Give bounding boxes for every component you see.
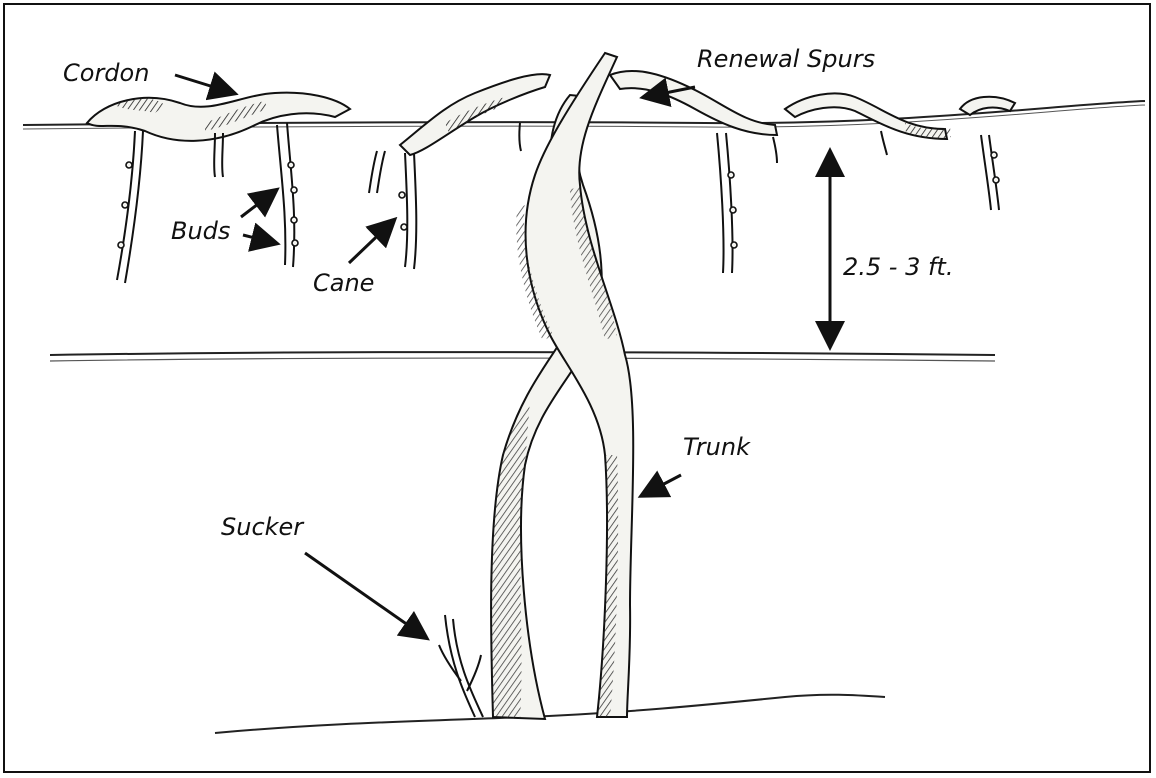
trunk-label: Trunk: [683, 433, 751, 461]
buds-arrow-1: [241, 191, 275, 217]
trunk: [491, 53, 633, 719]
diagram-frame: Cordon Renewal Spurs Buds Cane 2.5 - 3 f…: [3, 3, 1151, 773]
cordon-right: [610, 71, 1015, 139]
trunk-arrow: [643, 475, 681, 495]
sucker-arrow: [305, 553, 425, 637]
buds-arrow-2: [243, 235, 275, 243]
height-label: 2.5 - 3 ft.: [843, 253, 953, 281]
cane-arrow: [349, 221, 393, 263]
grapevine-diagram: Cordon Renewal Spurs Buds Cane 2.5 - 3 f…: [5, 5, 1153, 775]
sucker-label: Sucker: [221, 513, 305, 541]
cordon-label: Cordon: [63, 59, 149, 87]
cordon-arrow: [175, 75, 233, 93]
buds-label: Buds: [171, 217, 230, 245]
lower-trellis-wire: [50, 352, 995, 361]
cane-label: Cane: [313, 269, 374, 297]
sucker: [439, 615, 483, 717]
ground-line: [215, 695, 885, 733]
cordon-left: [87, 74, 550, 155]
renewal-spurs-label: Renewal Spurs: [697, 45, 875, 73]
